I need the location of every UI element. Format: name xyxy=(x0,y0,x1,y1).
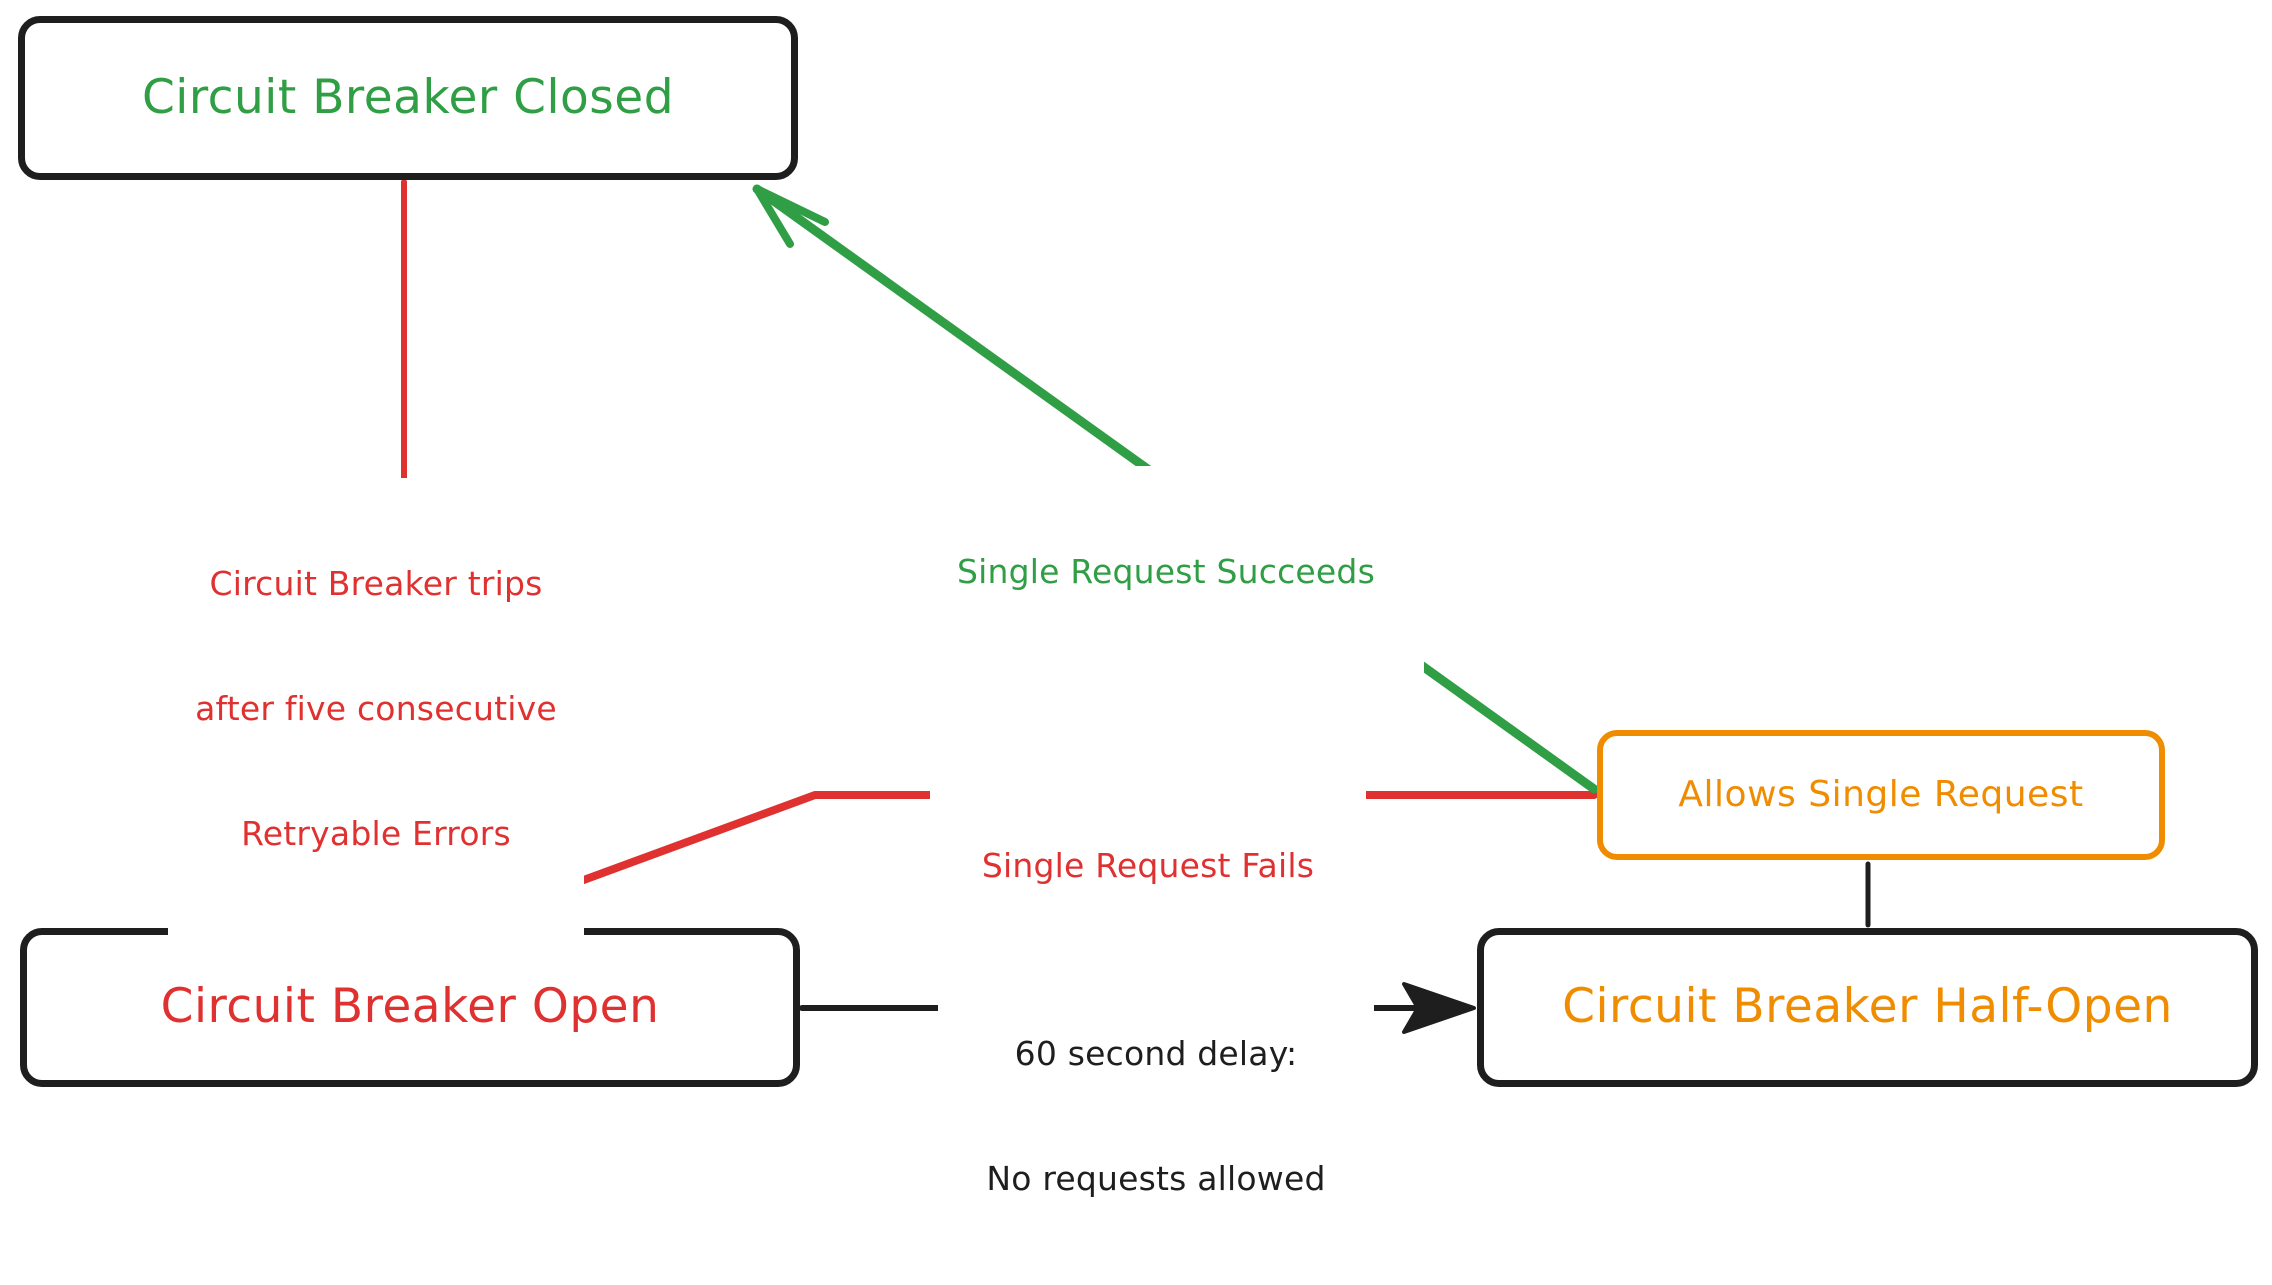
node-circuit-breaker-open[interactable]: Circuit Breaker Open xyxy=(20,928,800,1087)
edge-label-text: Single Request Fails xyxy=(981,846,1315,886)
node-label-closed: Circuit Breaker Closed xyxy=(141,69,675,125)
edge-label-line-1: 60 second delay: xyxy=(1014,1034,1298,1074)
node-label-allows: Allows Single Request xyxy=(1678,774,2084,816)
edge-label-line-2: after five consecutive xyxy=(195,688,557,728)
node-label-halfopen: Circuit Breaker Half-Open xyxy=(1562,979,2173,1035)
edge-label-text: Single Request Succeeds xyxy=(957,552,1375,592)
edge-label-allows-to-open: Single Request Fails xyxy=(930,760,1366,972)
edge-label-closed-to-open: Circuit Breaker trips after five consecu… xyxy=(168,478,584,940)
diagram-canvas: Circuit Breaker Closed Circuit Breaker O… xyxy=(18,16,2258,1198)
edge-label-open-to-halfopen: 60 second delay: No requests allowed xyxy=(938,948,1374,1285)
node-circuit-breaker-closed[interactable]: Circuit Breaker Closed xyxy=(18,16,798,180)
edge-label-line-2: No requests allowed xyxy=(986,1158,1326,1198)
edge-label-line-3: Retryable Errors xyxy=(241,813,511,853)
node-label-open: Circuit Breaker Open xyxy=(160,979,660,1035)
node-circuit-breaker-half-open[interactable]: Circuit Breaker Half-Open xyxy=(1477,928,2258,1087)
node-allows-single-request[interactable]: Allows Single Request xyxy=(1597,730,2165,860)
edge-label-allows-to-closed: Single Request Succeeds xyxy=(908,466,1424,678)
edge-label-line-1: Circuit Breaker trips xyxy=(209,564,543,604)
